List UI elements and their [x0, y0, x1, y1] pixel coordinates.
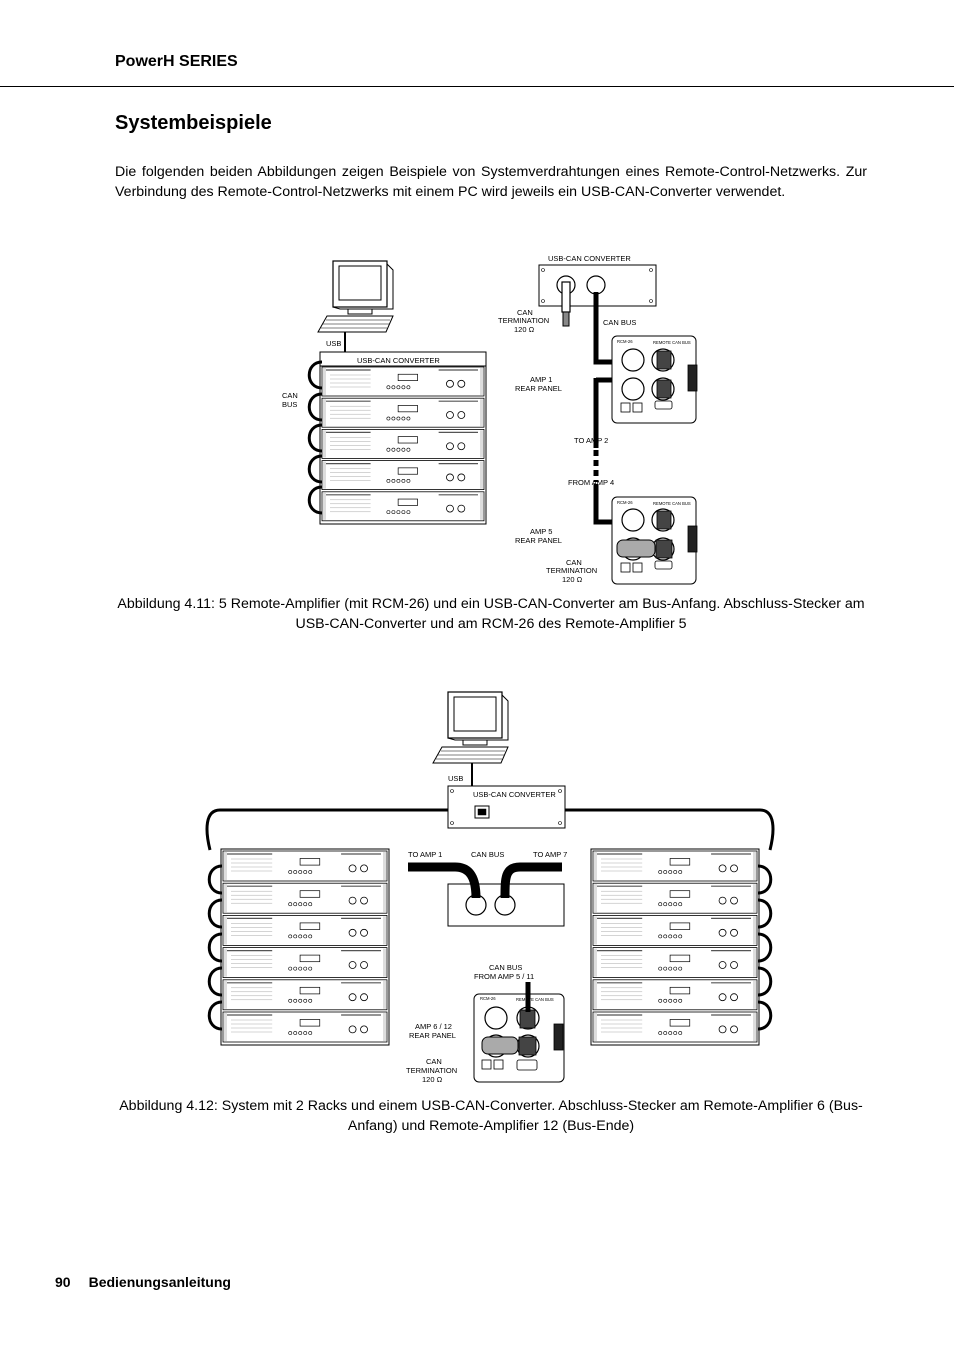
rcm26-label-2: RCM-26	[617, 500, 633, 505]
remote-can-bus-label: REMOTE CAN BUS	[653, 340, 691, 345]
left-amplifier-stack	[222, 850, 388, 1043]
can-termination2-label-3: 120 Ω	[562, 575, 583, 584]
amp1-label: AMP 1	[530, 375, 552, 384]
amplifier-unit	[222, 1011, 388, 1043]
amplifier-unit	[321, 491, 485, 522]
from-amp4-label: FROM AMP 4	[568, 478, 614, 487]
amplifier-unit	[592, 947, 758, 978]
can-bus-label-2: CAN BUS	[471, 850, 504, 859]
to-amp1-label: TO AMP 1	[408, 850, 442, 859]
can-bus-cable	[593, 292, 617, 365]
figure2-labels: USB USB-CAN CONVERTER TO AMP 1 CAN BUS T…	[406, 774, 567, 1084]
can-termination-label-1: CAN	[517, 308, 533, 317]
splitter-cables	[408, 862, 562, 899]
to-amp2-label: TO AMP 2	[574, 436, 608, 445]
can-label: CAN	[282, 391, 298, 400]
can-termination-label-f2-2: TERMINATION	[406, 1066, 457, 1075]
can-termination2-label-2: TERMINATION	[546, 566, 597, 575]
usb-can-converter-label-2: USB-CAN CONVERTER	[473, 790, 556, 799]
amplifier-unit	[592, 850, 758, 882]
figure-4-12-caption: Abbildung 4.12: System mit 2 Racks und e…	[119, 1098, 863, 1134]
amp6-12-rear-label: REAR PANEL	[409, 1031, 456, 1040]
amplifier-unit	[222, 979, 388, 1011]
to-amp7-label: TO AMP 7	[533, 850, 567, 859]
usb-label: USB	[326, 339, 341, 348]
can-bus-loops	[307, 360, 323, 515]
footer-label: Bedienungsanleitung	[88, 1274, 231, 1290]
bus-label: BUS	[282, 400, 297, 409]
amplifier-unit	[321, 460, 485, 491]
top-converter-label: USB-CAN CONVERTER	[548, 254, 631, 263]
right-amplifier-stack	[592, 850, 758, 1043]
usb-can-converter-unit-2	[447, 785, 566, 829]
remote-can-bus-label-2: REMOTE CAN BUS	[653, 501, 691, 506]
rcm26-label-f2: RCM-26	[480, 996, 496, 1001]
can-bus-from-label-1: CAN BUS	[489, 963, 522, 972]
figure-4-11-diagram: USB USB-CAN CONVERTER CAN BUS USB-CAN CO…	[282, 254, 698, 585]
amplifier-unit	[222, 850, 388, 882]
amp5-rear-label: REAR PANEL	[515, 536, 562, 545]
usb-can-converter-unit	[319, 351, 487, 367]
can-termination-label-2: TERMINATION	[498, 316, 549, 325]
can-bus-label: CAN BUS	[603, 318, 636, 327]
amplifier-unit	[321, 397, 485, 428]
can-termination2-label-1: CAN	[566, 558, 582, 567]
amplifier-unit	[592, 915, 758, 946]
amplifier-unit	[222, 915, 388, 946]
can-termination-label-3: 120 Ω	[514, 325, 535, 334]
amplifier-stack	[321, 366, 485, 522]
amp1-rear-label: REAR PANEL	[515, 384, 562, 393]
can-bus-from-label-2: FROM AMP 5 / 11	[474, 972, 534, 981]
amplifier-unit	[222, 882, 388, 914]
can-termination-label-f2-3: 120 Ω	[422, 1075, 443, 1084]
right-can-bus-loops	[757, 864, 773, 1031]
left-can-bus-loops	[207, 864, 223, 1031]
amp6-12-label: AMP 6 / 12	[415, 1022, 452, 1031]
amplifier-unit	[222, 947, 388, 978]
rcm26-label: RCM-26	[617, 339, 633, 344]
top-bus-loop	[205, 808, 775, 851]
page-footer: 90 Bedienungsanleitung	[55, 1274, 231, 1290]
header-divider	[0, 86, 954, 87]
amplifier-unit	[321, 366, 485, 397]
figure-4-11-caption: Abbildung 4.11: 5 Remote-Amplifier (mit …	[117, 596, 865, 632]
amplifier-unit	[321, 428, 485, 459]
usb-label-2: USB	[448, 774, 463, 783]
figure1-labels: USB USB-CAN CONVERTER CAN BUS USB-CAN CO…	[282, 254, 691, 584]
amp5-label: AMP 5	[530, 527, 552, 536]
section-title: Systembeispiele	[115, 112, 272, 134]
usb-can-converter-label: USB-CAN CONVERTER	[357, 356, 440, 365]
amplifier-unit	[592, 979, 758, 1011]
figure-4-12-diagram: USB USB-CAN CONVERTER TO AMP 1 CAN BUS T…	[205, 691, 775, 1084]
intro-paragraph: Die folgenden beiden Abbildungen zeigen …	[115, 164, 867, 200]
can-termination-label-f2-1: CAN	[426, 1057, 442, 1066]
series-title: PowerH SERIES	[115, 53, 238, 70]
amplifier-unit	[592, 1011, 758, 1043]
page-number: 90	[55, 1274, 71, 1290]
remote-can-bus-label-f2: REMOTE CAN BUS	[516, 997, 554, 1002]
amplifier-unit	[592, 882, 758, 914]
